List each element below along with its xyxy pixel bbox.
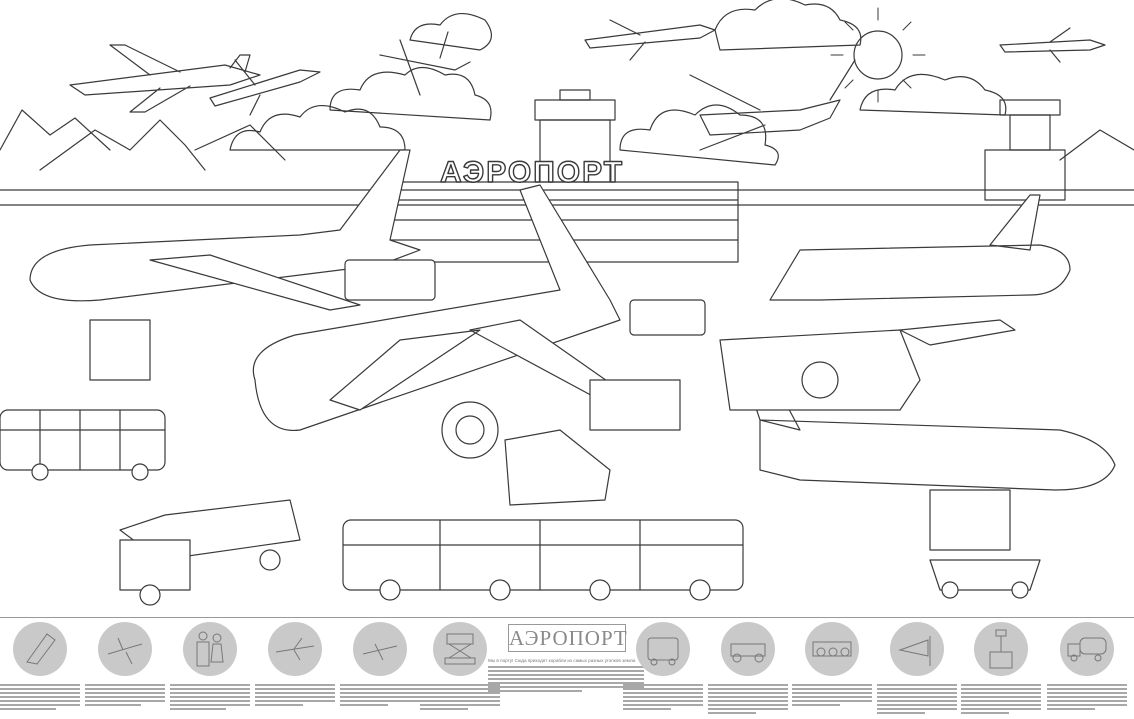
boarding-stairs-icon <box>13 622 67 676</box>
pilot-and-stewardess-icon <box>183 622 237 676</box>
fuel-tanker-icon <box>1060 622 1114 676</box>
info-windsock <box>877 622 957 716</box>
airliner-landing-icon <box>98 622 152 676</box>
ground-vehicles <box>0 259 1041 606</box>
info-scissor-lift <box>420 622 500 712</box>
scissor-lift-catering-truck-icon <box>433 622 487 676</box>
baggage-cart-train-icon <box>805 622 859 676</box>
info-airliner-landing <box>85 622 165 708</box>
info-baggage-cart <box>792 622 872 708</box>
info-passenger-jet <box>255 622 335 708</box>
info-tow-tractor <box>708 622 788 716</box>
intro-paragraph: Мы в порту! Сюда приходят корабли из сам… <box>488 658 644 694</box>
info-strip: АЭРОПОРТ Мы в порту! Сюда приходят кораб… <box>0 617 1134 719</box>
passenger-jet-icon <box>268 622 322 676</box>
small-plane-icon <box>353 622 407 676</box>
airport-illustration: АЭРОПОРТ <box>0 0 1134 606</box>
windsock-icon <box>890 622 944 676</box>
info-fuel-tanker <box>1047 622 1127 712</box>
sky-planes <box>69 19 1106 151</box>
control-tower-icon <box>974 622 1028 676</box>
apron-bus-icon <box>636 622 690 676</box>
mountains <box>0 109 1134 171</box>
poster-title: АЭРОПОРТ <box>508 624 628 652</box>
info-boarding-stairs <box>0 622 80 712</box>
airport-sign: АЭРОПОРТ <box>440 156 624 189</box>
clouds <box>229 0 1007 166</box>
info-apron-bus <box>623 622 703 712</box>
info-pilot-and-stewardess <box>170 622 250 712</box>
parked-airliners <box>29 149 1116 491</box>
sun <box>830 7 926 103</box>
info-small-plane <box>340 622 420 708</box>
tow-tractor-icon <box>721 622 775 676</box>
info-control-tower <box>961 622 1041 716</box>
intro-text: Мы в порту! Сюда приходят корабли из сам… <box>488 658 637 663</box>
